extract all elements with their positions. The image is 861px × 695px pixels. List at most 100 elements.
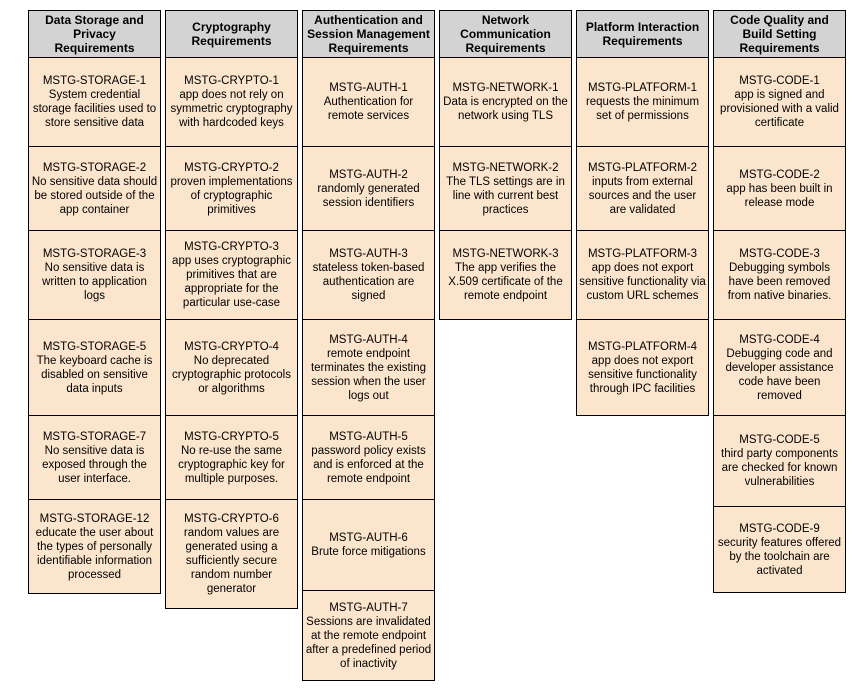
requirement-text: No sensitive data is written to applicat…: [42, 262, 147, 302]
requirement-text: stateless token-based authentication are…: [312, 262, 425, 302]
requirement-text: app has been built in release mode: [726, 182, 833, 209]
requirement-text: random values are generated using a suff…: [183, 527, 280, 595]
requirement-text: Debugging code and developer assistance …: [725, 347, 834, 402]
requirement-cell: MSTG-CRYPTO-6 random values are generated…: [165, 499, 298, 609]
requirement-text: inputs from external sources and the use…: [588, 175, 697, 216]
column-code-quality: Code Quality and Build Setting Requireme…: [713, 10, 846, 593]
requirement-text: Authentication for remote services: [323, 96, 414, 122]
requirement-text: No sensitive data should be stored outsi…: [31, 175, 158, 216]
requirement-text: System credential storage facilities use…: [32, 89, 157, 129]
requirement-code: MSTG-CRYPTO-1: [184, 75, 279, 87]
column-header: Code Quality and Build Setting Requireme…: [713, 10, 846, 58]
requirement-code: MSTG-CRYPTO-6: [184, 513, 279, 525]
requirement-code: MSTG-PLATFORM-1: [587, 82, 698, 94]
requirement-cell: MSTG-CRYPTO-1 app does not rely on symmet…: [165, 57, 298, 147]
requirement-text: third party components are checked for k…: [721, 448, 838, 488]
requirement-text: randomly generated session identifiers: [317, 182, 420, 209]
requirement-text: The TLS settings are in line with curren…: [446, 175, 565, 216]
requirement-code: MSTG-CODE-2: [739, 168, 820, 181]
requirement-text: Sessions are invalidated at the remote e…: [305, 615, 432, 670]
requirement-code: MSTG-PLATFORM-2: [587, 161, 698, 174]
column-auth-session: Authentication and Session Management Re…: [302, 10, 435, 681]
requirement-code: MSTG-AUTH-3: [329, 248, 408, 260]
requirement-code: MSTG-STORAGE-7: [42, 430, 147, 443]
requirement-code: MSTG-NETWORK-2: [452, 161, 559, 174]
requirement-code: MSTG-CRYPTO-5: [184, 430, 279, 443]
requirement-code: MSTG-STORAGE-2: [42, 161, 147, 174]
requirement-code: MSTG-STORAGE-3: [42, 248, 147, 260]
requirement-code: MSTG-STORAGE-1: [42, 75, 147, 87]
requirement-text: proven implementations of cryptographic …: [170, 175, 293, 216]
requirement-cell: MSTG-CODE-1 app is signed and provisioned…: [713, 57, 846, 147]
requirement-code: MSTG-AUTH-1: [329, 82, 408, 94]
requirement-text: The keyboard cache is disabled on sensit…: [36, 354, 153, 395]
requirement-code: MSTG-CODE-4: [739, 333, 820, 346]
requirement-cell: MSTG-AUTH-3 stateless token-based authent…: [302, 230, 435, 320]
requirement-text: app does not rely on symmetric cryptogra…: [170, 89, 293, 129]
column-header: Authentication and Session Management Re…: [302, 10, 435, 58]
column-header: Platform Interaction Requirements: [576, 10, 709, 58]
requirement-text: No deprecated cryptographic protocols or…: [172, 354, 291, 395]
requirement-text: password policy exists and is enforced a…: [311, 444, 426, 485]
requirement-code: MSTG-PLATFORM-4: [587, 340, 698, 353]
requirement-code: MSTG-AUTH-6: [329, 532, 408, 544]
requirement-code: MSTG-PLATFORM-3: [587, 248, 698, 260]
requirement-cell: MSTG-STORAGE-3 No sensitive data is writt…: [28, 230, 161, 320]
requirement-cell: MSTG-PLATFORM-1 requests the minimum set …: [576, 57, 709, 147]
requirement-code: MSTG-AUTH-7: [329, 601, 408, 614]
column-header: Data Storage and Privacy Requirements: [28, 10, 161, 58]
requirement-code: MSTG-AUTH-4: [329, 333, 408, 346]
column-header: Network Communication Requirements: [439, 10, 572, 58]
requirement-code: MSTG-STORAGE-5: [42, 340, 147, 353]
requirement-code: MSTG-NETWORK-1: [452, 82, 559, 94]
requirement-code: MSTG-AUTH-5: [329, 430, 408, 443]
requirement-code: MSTG-CODE-3: [739, 248, 820, 260]
requirement-text: app is signed and provisioned with a val…: [720, 89, 839, 129]
requirement-text: app does not export sensitive functional…: [579, 262, 706, 302]
requirement-code: MSTG-STORAGE-12: [39, 512, 150, 525]
requirement-code: MSTG-CRYPTO-4: [184, 340, 279, 353]
requirement-code: MSTG-NETWORK-3: [452, 248, 559, 260]
requirement-text: remote endpoint terminates the existing …: [310, 347, 427, 402]
requirement-text: security features offered by the toolcha…: [717, 536, 842, 577]
requirement-text: Data is encrypted on the network using T…: [443, 96, 568, 122]
requirement-text: No re-use the same cryptographic key for…: [178, 444, 285, 485]
column-header: Cryptography Requirements: [165, 10, 298, 58]
requirement-code: MSTG-CRYPTO-3: [184, 241, 279, 253]
requirement-text: Brute force mitigations: [311, 546, 426, 558]
requirement-text: educate the user about the types of pers…: [35, 526, 154, 581]
requirement-text: No sensitive data is exposed through the…: [42, 444, 147, 485]
requirement-code: MSTG-CODE-1: [739, 75, 820, 87]
requirement-text: The app verifies the X.509 certificate o…: [448, 262, 563, 302]
requirement-text: Debugging symbols have been removed from…: [727, 262, 832, 302]
requirement-text: requests the minimum set of permissions: [585, 96, 700, 122]
